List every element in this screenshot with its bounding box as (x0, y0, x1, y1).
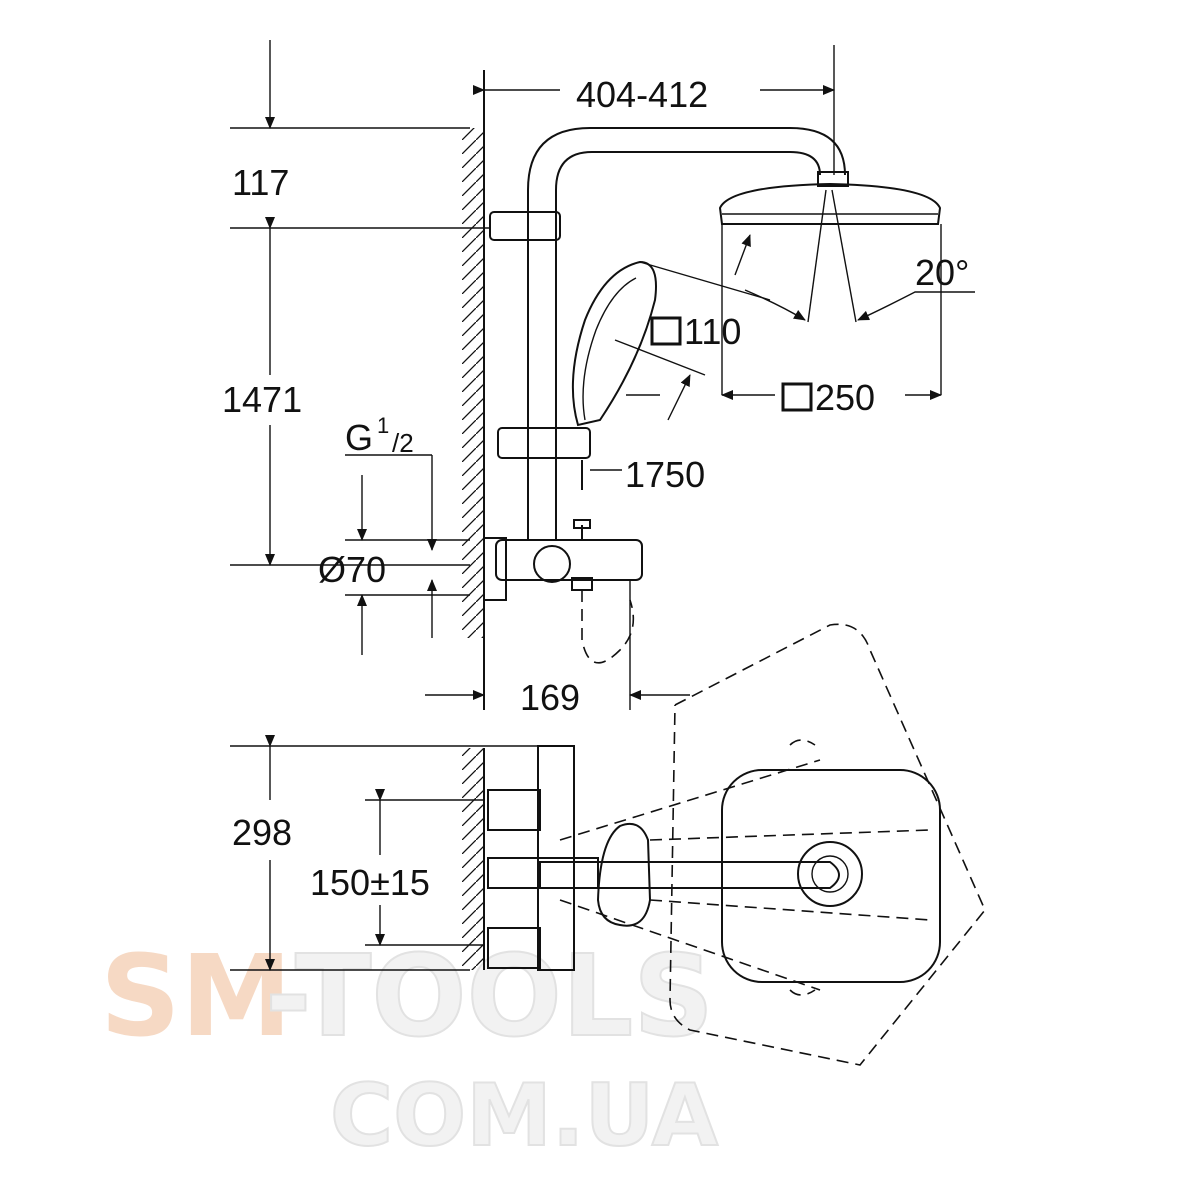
dim-centers: 150±15 (310, 862, 430, 903)
dimension-labels: 404-412 117 1471 G 1 /2 Ø70 110 250 20° … (222, 74, 969, 903)
dim-diameter: Ø70 (318, 549, 386, 590)
head-shower-top (721, 769, 941, 983)
hand-shower-top (596, 822, 652, 927)
shower-column-front (483, 127, 942, 664)
square-icon (650, 316, 682, 346)
dim-hand-shower-size: 110 (684, 311, 741, 352)
wall-front (462, 70, 485, 710)
dim-angle: 20° (915, 252, 969, 293)
dim-width-head: 404-412 (576, 74, 708, 115)
dim-top-offset: 117 (232, 162, 289, 203)
wall-bracket (489, 211, 561, 241)
square-icon (781, 382, 813, 412)
dim-height-outlet: 1471 (222, 379, 302, 420)
watermark-brand-b: -TOOLS (265, 932, 714, 1062)
thermostat (495, 539, 643, 581)
dim-thread: G (345, 417, 373, 458)
watermark: SM -TOOLS COM.UA (100, 931, 720, 1167)
dim-thread-den: /2 (392, 428, 414, 458)
dim-head-shower-size: 250 (815, 377, 875, 418)
dim-hose-length: 1750 (625, 454, 705, 495)
watermark-domain: COM.UA (330, 1066, 719, 1166)
dim-thread-num: 1 (377, 413, 389, 438)
dim-projection: 169 (520, 677, 580, 718)
hand-shower (571, 260, 657, 427)
wall-top (462, 748, 485, 970)
watermark-brand-a: SM (100, 932, 292, 1062)
slider (497, 427, 591, 459)
dimension-lines (230, 40, 975, 971)
shower-column-top (487, 623, 986, 1066)
dim-depth: 298 (232, 812, 292, 853)
